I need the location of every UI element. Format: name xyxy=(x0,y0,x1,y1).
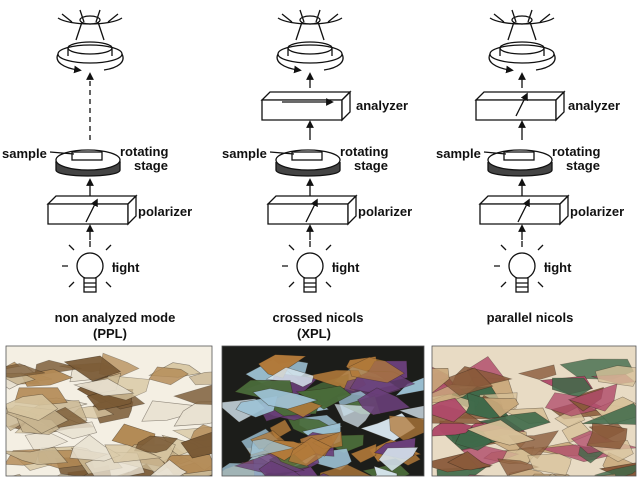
micrograph-parallel xyxy=(401,346,640,480)
mode-title-line1: non analyzed mode xyxy=(55,310,176,325)
objective-ring-icon xyxy=(277,42,343,70)
sample-label: sample xyxy=(222,146,267,161)
polarizer-label: polarizer xyxy=(358,204,412,219)
analyzer-label: analyzer xyxy=(568,98,620,113)
sample-slide-icon xyxy=(504,152,534,160)
light-label: light xyxy=(332,260,360,275)
analyzer-label: analyzer xyxy=(356,98,408,113)
sample-slide-icon xyxy=(292,152,322,160)
mode-title-line1: crossed nicols xyxy=(272,310,363,325)
rotating-label: rotating xyxy=(340,144,388,159)
panel-parallel: analyzer sample rotating stage polarizer… xyxy=(436,10,624,325)
sample-label: sample xyxy=(436,146,481,161)
rotating-stage-icon xyxy=(488,150,552,176)
panel-ppl: sample rotating stage polarizer light no… xyxy=(2,10,192,341)
polarizer-label: polarizer xyxy=(138,204,192,219)
stage-label: stage xyxy=(354,158,388,173)
analyzer-icon xyxy=(262,92,350,120)
eyepiece-icon xyxy=(490,10,554,40)
mode-title-line1: parallel nicols xyxy=(487,310,574,325)
polarizer-icon xyxy=(480,196,568,224)
polarizer-icon xyxy=(48,196,136,224)
light-label: light xyxy=(544,260,572,275)
rotating-label: rotating xyxy=(120,144,168,159)
light-bulb-icon xyxy=(62,241,118,292)
mode-title-line2: (PPL) xyxy=(93,326,127,341)
light-label: light xyxy=(112,260,140,275)
micrograph-xpl xyxy=(216,346,455,480)
panel-xpl: analyzer sample rotating stage polarizer… xyxy=(222,10,412,341)
micrograph-ppl xyxy=(0,346,239,480)
sample-label: sample xyxy=(2,146,47,161)
analyzer-icon xyxy=(476,92,564,120)
stage-label: stage xyxy=(566,158,600,173)
objective-ring-icon xyxy=(57,42,123,70)
light-bulb-icon xyxy=(282,241,338,292)
sample-slide-icon xyxy=(72,152,102,160)
polarizer-label: polarizer xyxy=(570,204,624,219)
mode-title-line2: (XPL) xyxy=(297,326,331,341)
eyepiece-icon xyxy=(278,10,342,40)
light-bulb-icon xyxy=(494,241,550,292)
objective-ring-icon xyxy=(489,42,555,70)
rotating-label: rotating xyxy=(552,144,600,159)
polarizer-icon xyxy=(268,196,356,224)
eyepiece-icon xyxy=(58,10,122,40)
stage-label: stage xyxy=(134,158,168,173)
